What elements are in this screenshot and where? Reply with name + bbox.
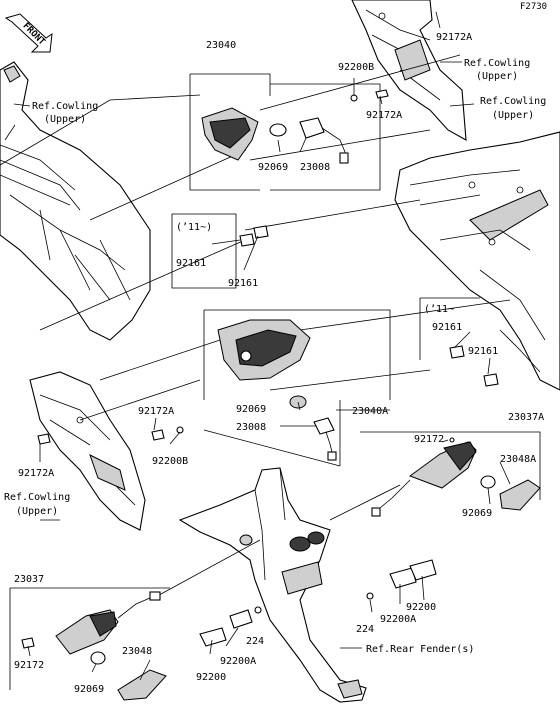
- label-11-mid: (’11~: [424, 304, 454, 315]
- label-92172A-bottom-left: 92172A: [18, 468, 54, 479]
- figure-id: F2730: [520, 2, 547, 12]
- leader-lines: [0, 54, 511, 601]
- ref-cowling-top-right-line2: (Upper): [476, 71, 518, 82]
- ref-rear-fender: Ref.Rear Fender(s): [366, 644, 474, 655]
- label-92200A-a: 92200A: [220, 656, 256, 667]
- label-92172-right: 92172: [414, 434, 444, 445]
- label-23008-mid: 23008: [236, 422, 266, 433]
- ref-cowling-top-right-line1: Ref.Cowling: [464, 58, 530, 69]
- turn-signal-23040: [189, 73, 389, 191]
- rear-fender: [178, 467, 367, 703]
- label-92069-top: 92069: [258, 162, 288, 173]
- label-92200-b: 92200: [406, 602, 436, 613]
- callout-leaders: [13, 11, 511, 681]
- ref-cowling-left-line1: Ref.Cowling: [32, 101, 98, 112]
- turn-signal-23040A: [37, 309, 391, 467]
- label-23037: 23037: [14, 574, 44, 585]
- label-224-b: 224: [356, 624, 374, 635]
- bulb-group-11-right: [419, 297, 499, 387]
- label-92069-mid: 92069: [236, 404, 266, 415]
- label-92161-d: 92161: [468, 346, 498, 357]
- label-92200B-left: 92200B: [152, 456, 188, 467]
- cowling-upper-left: [0, 61, 151, 341]
- label-92172A-top-right: 92172A: [436, 32, 472, 43]
- label-11-top: (’11~): [176, 222, 212, 233]
- label-23048: 23048: [122, 646, 152, 657]
- fender-hardware: [199, 559, 437, 647]
- label-92161-b: 92161: [228, 278, 258, 289]
- cowling-upper-right: [394, 131, 560, 391]
- label-92172-bottom-left: 92172: [14, 660, 44, 671]
- label-92161-a: 92161: [176, 258, 206, 269]
- label-92069-bottom-left: 92069: [74, 684, 104, 695]
- label-92200-a: 92200: [196, 672, 226, 683]
- label-23040: 23040: [206, 40, 236, 51]
- ref-cowling-bottom-left-line1: Ref.Cowling: [4, 492, 70, 503]
- label-92200B-top: 92200B: [338, 62, 374, 73]
- part-number-labels: 23040 92200B 92172A 92172A 92069 23008 (…: [14, 32, 544, 695]
- ref-cowling-right-line1: Ref.Cowling: [480, 96, 546, 107]
- label-92069-right: 92069: [462, 508, 492, 519]
- bulb-group-11-top: [171, 213, 269, 289]
- front-label: FRONT: [20, 21, 47, 48]
- reference-labels: Ref.Cowling (Upper) Ref.Cowling (Upper) …: [4, 58, 546, 655]
- label-23040A: 23040A: [352, 406, 388, 417]
- front-arrow-icon: FRONT: [4, 13, 53, 53]
- ref-cowling-left-line2: (Upper): [44, 114, 86, 125]
- label-92172A-mid: 92172A: [366, 110, 402, 121]
- turn-signal-23037A: [360, 431, 541, 517]
- cowling-upper-lower-left: [29, 371, 146, 531]
- ref-cowling-bottom-left-line2: (Upper): [16, 506, 58, 517]
- label-23048A: 23048A: [500, 454, 536, 465]
- label-92161-c: 92161: [432, 322, 462, 333]
- label-23037A: 23037A: [508, 412, 544, 423]
- label-224-a: 224: [246, 636, 264, 647]
- label-23008-top: 23008: [300, 162, 330, 173]
- turn-signal-23037: [9, 587, 170, 701]
- label-92172A-left: 92172A: [138, 406, 174, 417]
- ref-cowling-right-line2: (Upper): [492, 110, 534, 121]
- label-92200A-b: 92200A: [380, 614, 416, 625]
- cowling-upper-top-right: [351, 0, 467, 141]
